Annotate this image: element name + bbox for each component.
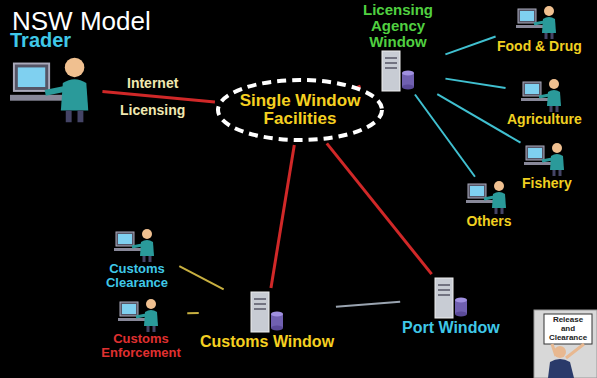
server-icon bbox=[433, 276, 469, 320]
licensing-window-node: Licensing Agency Window bbox=[352, 2, 444, 93]
connector bbox=[445, 79, 505, 88]
person-icon bbox=[521, 76, 567, 112]
port-window-node: Port Window bbox=[402, 276, 500, 337]
node-label: Food & Drug bbox=[497, 39, 582, 54]
server-icon bbox=[249, 290, 285, 334]
agency-node: Others bbox=[466, 178, 512, 229]
node-label: Trader bbox=[10, 30, 71, 51]
node-label: Fishery bbox=[522, 176, 572, 191]
node-label: Agriculture bbox=[507, 112, 582, 127]
node-label: Single Window Facilities bbox=[230, 92, 370, 128]
line-label: Licensing bbox=[120, 102, 185, 118]
connector bbox=[415, 94, 475, 176]
person-icon bbox=[524, 140, 570, 176]
server-icon bbox=[380, 49, 416, 93]
sign-text: Release and Clearance bbox=[545, 316, 591, 342]
line-label: Internet bbox=[127, 75, 178, 91]
connector bbox=[271, 145, 294, 288]
trader-node: Trader bbox=[10, 30, 100, 123]
node-label: Port Window bbox=[402, 320, 500, 337]
connector bbox=[336, 302, 400, 307]
person-icon bbox=[114, 226, 160, 262]
single-window-ellipse: Single Window Facilities bbox=[215, 77, 385, 143]
connector bbox=[102, 91, 214, 102]
connector bbox=[179, 266, 223, 289]
node-label: Customs Clearance bbox=[96, 262, 178, 289]
connector bbox=[445, 37, 495, 55]
server-icon bbox=[433, 276, 469, 320]
person-icon bbox=[466, 178, 512, 214]
person-icon bbox=[118, 296, 164, 332]
server-icon bbox=[380, 49, 416, 93]
person-icon bbox=[114, 226, 160, 262]
node-label: Customs Enforcement bbox=[96, 332, 186, 359]
node-label: Others bbox=[466, 214, 511, 229]
person-icon bbox=[516, 3, 562, 39]
customs-window-node: Customs Window bbox=[200, 290, 334, 351]
node-label: Customs Window bbox=[200, 334, 334, 351]
person-icon bbox=[10, 51, 100, 123]
agency-node: Fishery bbox=[522, 140, 572, 191]
customs-officer-node: Customs Clearance bbox=[96, 226, 178, 289]
agency-node: Food & Drug bbox=[497, 3, 582, 54]
node-label: Licensing Agency Window bbox=[352, 2, 444, 49]
person-icon bbox=[118, 296, 164, 332]
person-icon bbox=[516, 3, 562, 39]
person-icon bbox=[466, 178, 512, 214]
trader-icon bbox=[10, 51, 100, 123]
customs-officer-node: Customs Enforcement bbox=[96, 296, 186, 359]
person-icon bbox=[521, 76, 567, 112]
server-icon bbox=[249, 290, 285, 334]
connector bbox=[187, 313, 198, 314]
person-icon bbox=[524, 140, 570, 176]
agency-node: Agriculture bbox=[507, 76, 582, 127]
connector bbox=[327, 143, 432, 274]
